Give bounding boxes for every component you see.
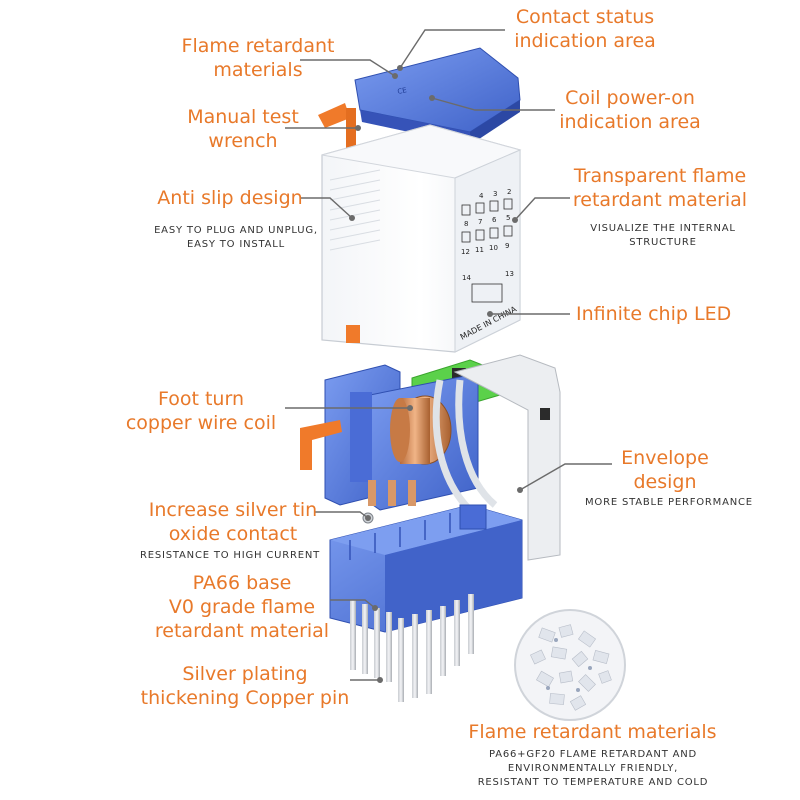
pin-label: 13 [505, 270, 514, 278]
svg-text:CE: CE [397, 86, 408, 96]
label-line: retardant material [154, 620, 330, 642]
sub-anti-slip: EASY TO PLUG AND UNPLUG, EASY TO INSTALL [138, 224, 334, 252]
silver-contacts [362, 480, 416, 524]
label-line: oxide contact [168, 523, 298, 545]
pin-label: 10 [489, 244, 498, 252]
pin-label: 3 [493, 190, 497, 198]
orange-foot-lever [300, 325, 360, 470]
label-flame-retardant-top: Flame retardant materials [168, 34, 348, 82]
sub-flame-bottom: PA66+GF20 FLAME RETARDANT AND ENVIRONMEN… [462, 748, 724, 790]
manual-test-wrench [318, 103, 356, 152]
pin-label: 6 [492, 216, 497, 224]
leader-dots [349, 65, 523, 683]
transparent-housing [321, 124, 522, 353]
label-line: indication area [514, 30, 656, 52]
sub-line: ENVIRONMENTALLY FRIENDLY, [507, 763, 679, 774]
sub-transparent: VISUALIZE THE INTERNAL STRUCTURE [575, 222, 751, 250]
sub-line: VISUALIZE THE INTERNAL [590, 223, 736, 234]
label-line: Transparent flame [573, 165, 747, 187]
label-manual-test-wrench: Manual test wrench [178, 105, 308, 153]
label-line: Envelope [621, 447, 709, 469]
sub-line: EASY TO PLUG AND UNPLUG, [154, 225, 318, 236]
blue-pa66-base [329, 504, 523, 633]
leader-lines [285, 29, 612, 681]
label-line: design [633, 471, 697, 493]
white-envelope-clip [432, 354, 561, 561]
label-line: Contact status [515, 6, 655, 28]
pin-label: 9 [505, 242, 509, 250]
label-line: Increase silver tin [148, 499, 318, 521]
label-pa66-base: PA66 base V0 grade flame retardant mater… [152, 571, 332, 643]
label-line: Flame retardant [181, 35, 335, 57]
pin-label: 4 [479, 192, 484, 200]
label-flame-retardant-bottom: Flame retardant materials [468, 721, 717, 743]
label-anti-slip: Anti slip design [157, 187, 303, 209]
label-line: Coil power-on [565, 87, 695, 109]
pin-label: 5 [506, 214, 510, 222]
sub-line: PA66+GF20 FLAME RETARDANT AND [489, 749, 697, 760]
silver-copper-pins [350, 594, 474, 702]
sub-line: EASY TO INSTALL [186, 239, 286, 250]
pin-label: 8 [464, 220, 468, 228]
pin-label: 12 [461, 248, 470, 256]
label-line: Manual test [187, 106, 299, 128]
label-line: V0 grade flame [168, 596, 316, 618]
label-contact-status: Contact status indication area [505, 5, 665, 53]
pin-label: 14 [462, 274, 471, 282]
pin-label: 11 [475, 246, 484, 254]
label-silver-copper-pin: Silver plating thickening Copper pin [140, 662, 350, 710]
label-line: Foot turn [157, 388, 244, 410]
sub-line: STRUCTURE [629, 237, 697, 248]
label-line: wrench [208, 130, 278, 152]
sub-line: RESISTANT TO TEMPERATURE AND COLD [477, 777, 709, 788]
label-line: materials [213, 59, 303, 81]
sub-silver-tin: RESISTANCE TO HIGH CURRENT [140, 550, 321, 561]
label-envelope-design: Envelope design [605, 446, 725, 494]
label-line: retardant material [572, 189, 748, 211]
label-line: Silver plating [182, 663, 308, 685]
label-line: thickening Copper pin [140, 687, 350, 709]
pin-label: 2 [507, 188, 511, 196]
label-silver-tin-contact: Increase silver tin oxide contact [140, 498, 326, 546]
label-transparent-material: Transparent flame retardant material [565, 164, 755, 212]
granules-circle [514, 609, 626, 721]
label-foot-coil: Foot turn copper wire coil [122, 387, 280, 435]
sub-envelope: MORE STABLE PERFORMANCE [585, 497, 753, 508]
label-line: PA66 base [192, 572, 292, 594]
pin-label: 7 [478, 218, 482, 226]
label-line: indication area [559, 111, 701, 133]
label-line: copper wire coil [125, 412, 277, 434]
label-infinite-chip-led: Infinite chip LED [576, 303, 732, 325]
label-coil-power-on: Coil power-on indication area [550, 86, 710, 134]
